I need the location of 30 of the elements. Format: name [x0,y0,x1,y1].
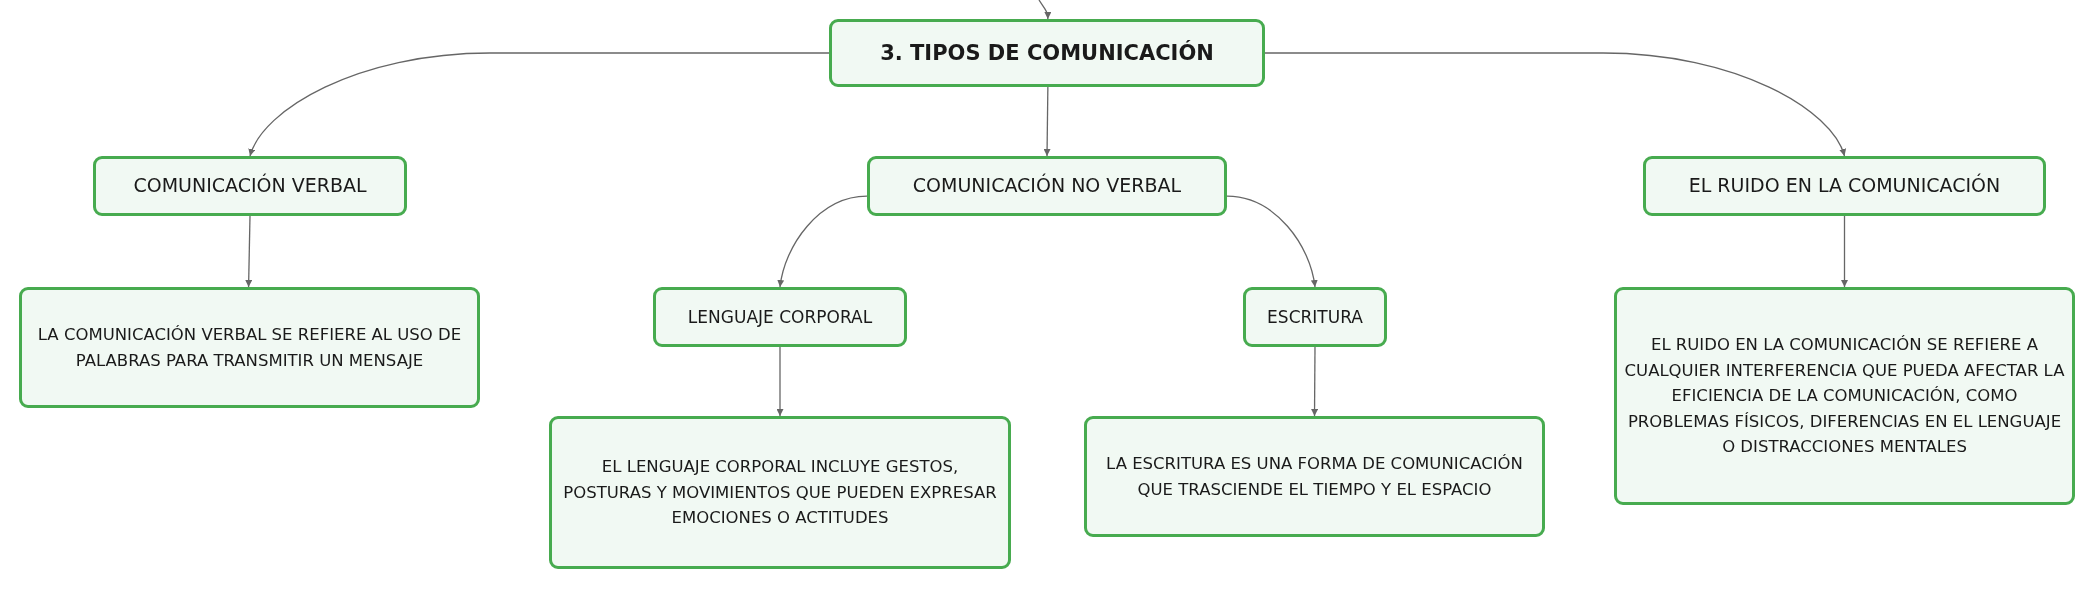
description-text: LA COMUNICACIÓN VERBAL SE REFIERE AL USO DE PALABRAS PARA TRANSMITIR UN MENSAJE [36,323,463,372]
connector-arrow [1311,346,1319,417]
description-text: EL LENGUAJE CORPORAL INCLUYE GESTOS, POSTURAS Y MOVIMIENTOS QUE PUEDEN EXPRESAR EMOCIONES O ACTITUDES [562,456,998,530]
topic-label: COMUNICACIÓN VERBAL [133,172,367,199]
topic-box [867,156,1227,216]
main-topic-box [829,19,1265,87]
description-box [19,287,480,408]
connector-arrow [245,215,253,288]
description-box [1084,416,1545,537]
topic-box [1643,156,2046,216]
connector-arrow [249,52,830,157]
topic-label: EL RUIDO EN LA COMUNICACIÓN [1688,172,2001,199]
connector-arrow [1043,86,1051,157]
subtopic-label: LENGUAJE CORPORAL [687,305,873,329]
subtopic-box [653,287,907,347]
connector-arrow [777,195,868,288]
topic-label: COMUNICACIÓN NO VERBAL [912,172,1182,199]
subtopic-label: ESCRITURA [1267,305,1363,329]
connector-arrow [1038,0,1052,20]
description-box [549,416,1011,569]
main-topic-title: 3. TIPOS DE COMUNICACIÓN [880,39,1214,67]
connector-arrow [1264,52,1846,157]
subtopic-box [1243,287,1387,347]
description-text: LA ESCRITURA ES UNA FORMA DE COMUNICACIÓN QUE TRASCIENDE EL TIEMPO Y EL ESPACIO [1105,452,1524,501]
description-box [1614,287,2075,505]
connector-arrow [776,346,784,417]
connector-arrow [1841,215,1848,288]
description-text: EL RUIDO EN LA COMUNICACIÓN SE REFIERE A CUALQUIER INTERFERENCIA QUE PUEDA AFECTAR LA EFICIENCIA DE LA COMUNICACIÓN, COMO PROBLEMAS FÍSICOS, DIFERENCIAS EN EL LENGUAJE O DISTRACCIONES MENTALES [1624,334,2065,459]
topic-box [93,156,407,216]
connector-arrow [1226,195,1318,288]
